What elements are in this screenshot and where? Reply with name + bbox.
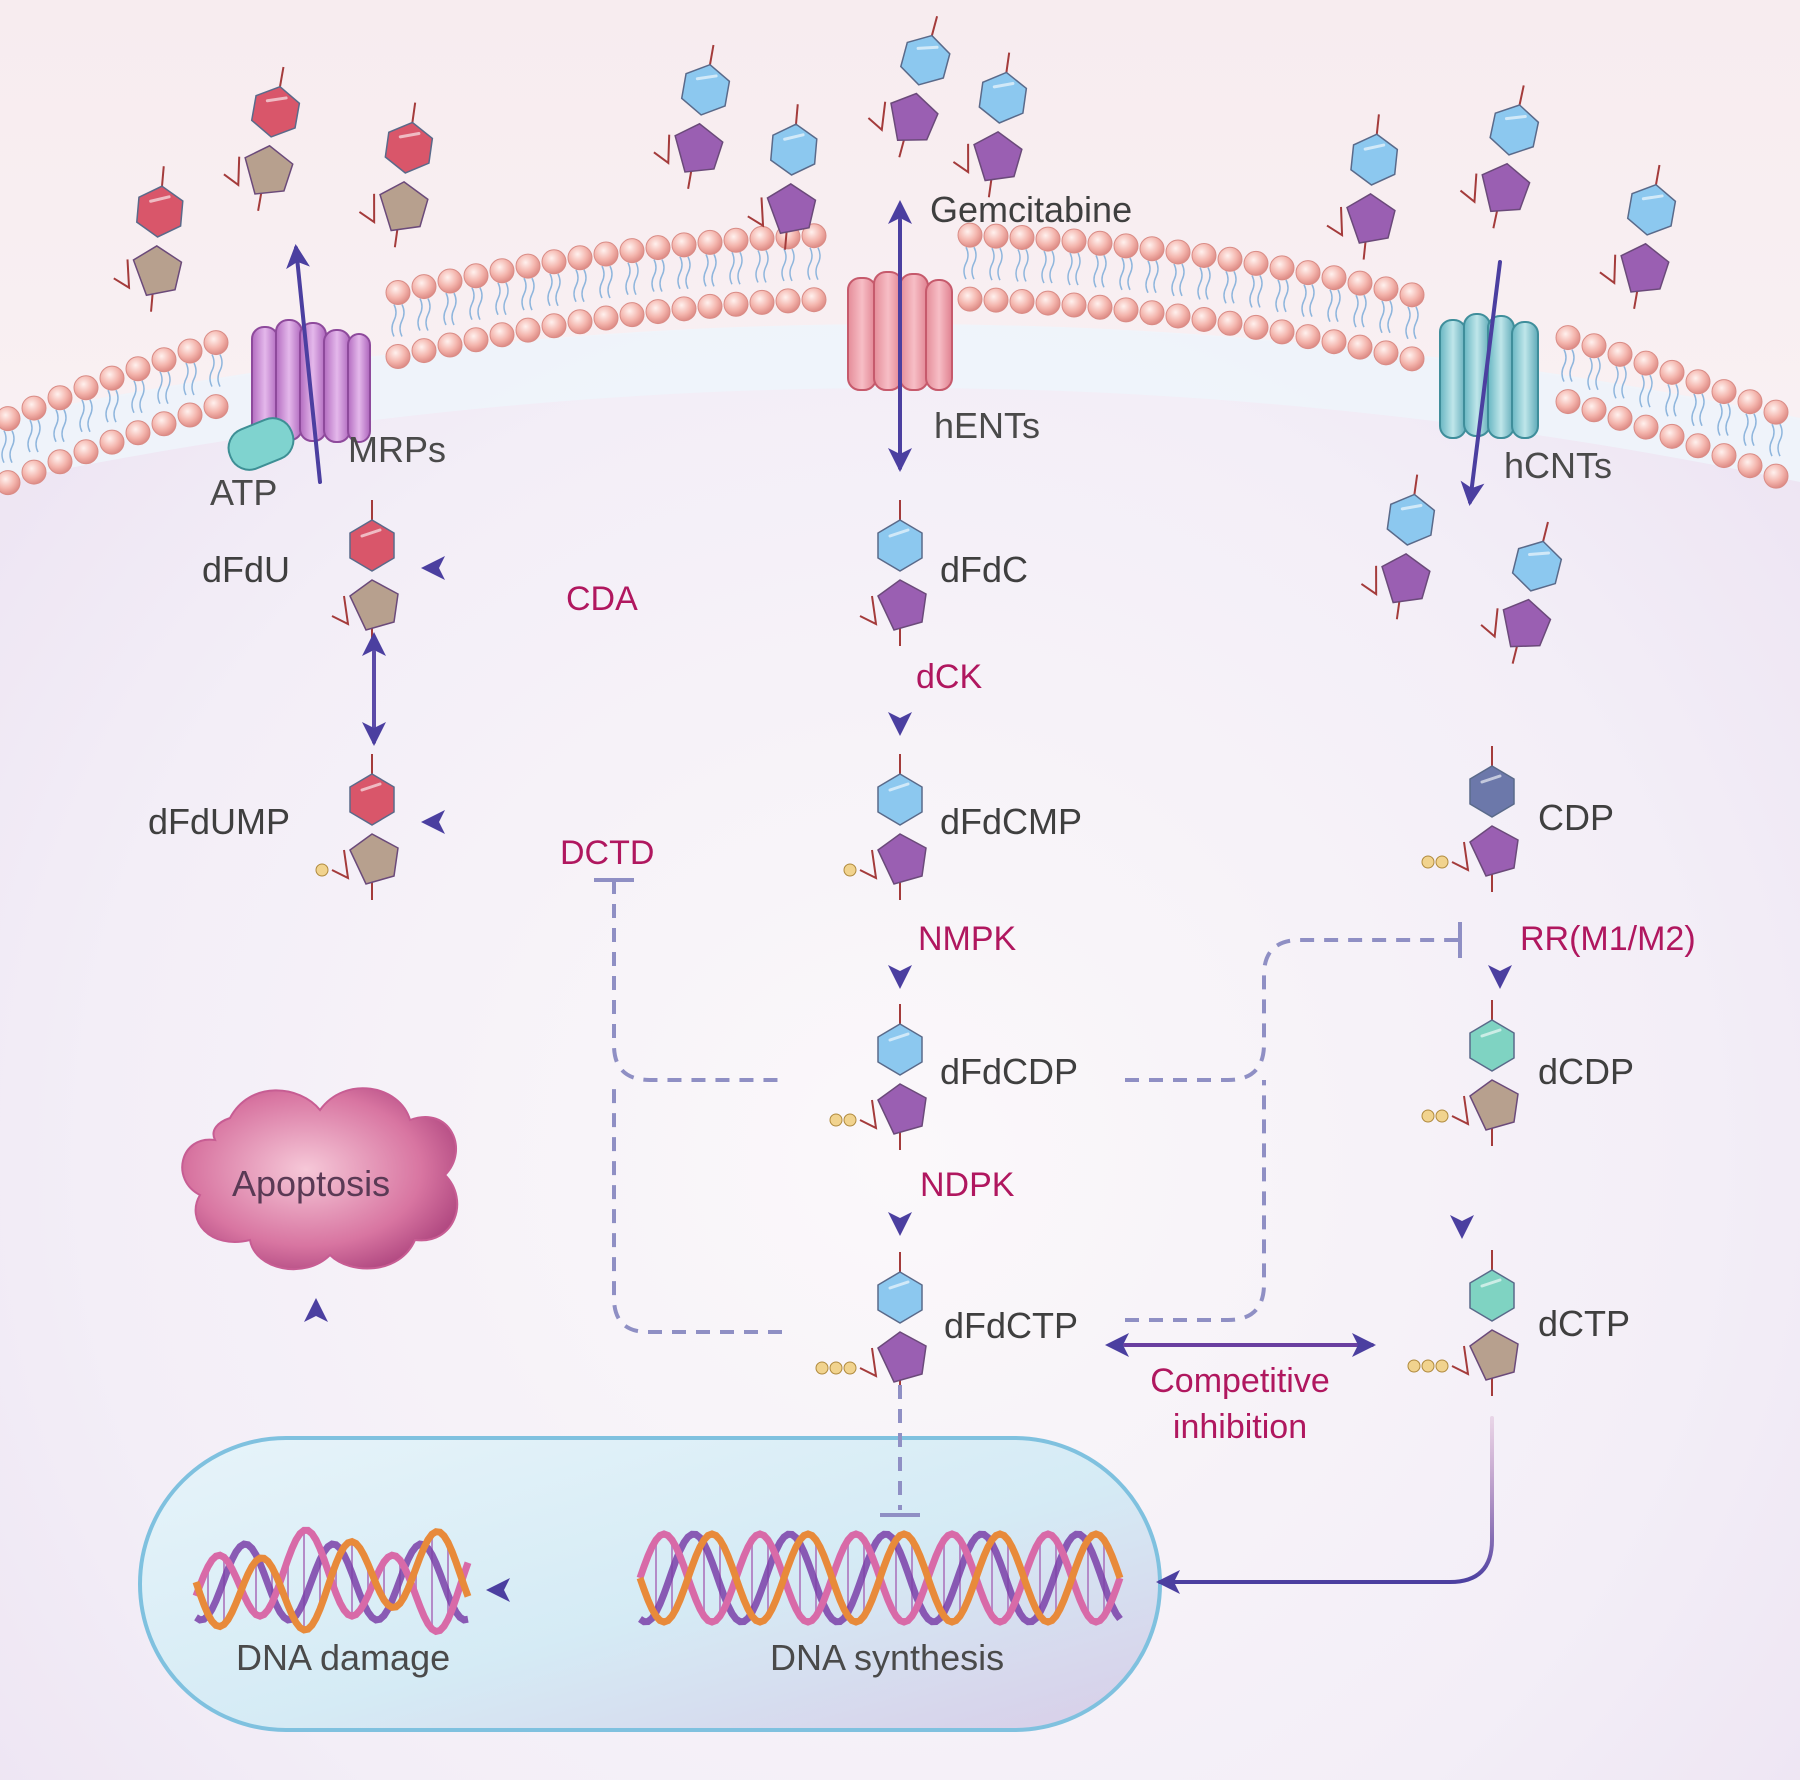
label-dcdp: dCDP — [1538, 1051, 1634, 1092]
hcnts-transporter — [1439, 313, 1539, 439]
dfdu-molecule — [223, 66, 301, 211]
enzyme-dctd: DCTD — [560, 834, 654, 872]
dash-dctd-inhibition — [612, 880, 782, 1082]
gemcitabine-molecule — [1360, 474, 1436, 620]
arrow-hcnts-influx — [1460, 260, 1502, 506]
apoptosis-blob — [181, 1087, 459, 1271]
gemcitabine-molecule — [867, 15, 951, 158]
gemcitabine-molecule — [1599, 164, 1677, 309]
enzyme-cda: CDA — [566, 580, 638, 618]
label-atp: ATP — [210, 472, 277, 513]
label-dfdcdp: dFdCDP — [940, 1051, 1078, 1092]
label-mrps: MRPs — [348, 429, 446, 470]
label-hcnts: hCNTs — [1504, 445, 1612, 486]
cdp-molecule — [1421, 746, 1519, 892]
arrow-mrps-efflux — [286, 244, 322, 484]
enzyme-ndpk: NDPK — [920, 1166, 1015, 1204]
inhibition-dashes — [612, 880, 1460, 1510]
dfdu-molecule — [358, 102, 434, 248]
dash-dfdctp-right — [1125, 1080, 1266, 1322]
dfdu-molecule — [113, 166, 184, 312]
label-dfdump: dFdUMP — [148, 801, 290, 842]
cell-membrane — [0, 222, 1800, 496]
label-dfdc: dFdC — [940, 549, 1028, 590]
arrows — [286, 200, 1512, 1602]
gemcitabine-molecule — [653, 44, 731, 189]
label-dfdcmp: dFdCMP — [940, 801, 1082, 842]
label-hents: hENTs — [934, 405, 1040, 446]
arrow-dctp-to-dna — [1156, 1416, 1494, 1594]
label-dfdu: dFdU — [202, 549, 290, 590]
inhibition-bars — [594, 878, 1462, 1517]
label-dctp: dCTP — [1538, 1303, 1630, 1344]
enzyme-rr: RR(M1/M2) — [1520, 920, 1696, 958]
enzyme-inhibition: inhibition — [1173, 1408, 1307, 1446]
dna-synthesis-helix — [636, 1530, 1124, 1626]
gemcitabine-molecule — [1326, 114, 1399, 260]
dfdctp-molecule — [815, 1252, 927, 1398]
gemcitabine-molecule — [1480, 521, 1563, 664]
enzyme-nmpk: NMPK — [918, 920, 1017, 958]
label-apoptosis: Apoptosis — [232, 1163, 390, 1204]
enzyme-dck: dCK — [916, 658, 982, 696]
dcdp-molecule — [1421, 1000, 1519, 1146]
gemcitabine-molecule — [747, 104, 818, 250]
label-dna-damage: DNA damage — [236, 1637, 450, 1678]
label-gemcitabine: Gemcitabine — [930, 189, 1132, 230]
dna-damage-helix — [192, 1526, 472, 1636]
dfdcdp-molecule — [829, 1004, 927, 1150]
dctp-molecule — [1407, 1250, 1519, 1396]
dfdu-intracellular-molecule — [331, 500, 399, 646]
gemcitabine-molecule — [952, 52, 1028, 198]
dfdc-molecule — [859, 500, 927, 646]
label-cdp: CDP — [1538, 797, 1614, 838]
atp-binding-domain — [227, 417, 295, 471]
label-dna-synthesis: DNA synthesis — [770, 1637, 1004, 1678]
label-dfdctp: dFdCTP — [944, 1305, 1078, 1346]
enzyme-competitive: Competitive — [1150, 1362, 1330, 1400]
dfdump-molecule — [315, 754, 399, 900]
gemcitabine-molecule — [1459, 85, 1540, 229]
dash-dfdcdp-right — [1125, 938, 1460, 1082]
dfdcmp-molecule — [843, 754, 927, 900]
